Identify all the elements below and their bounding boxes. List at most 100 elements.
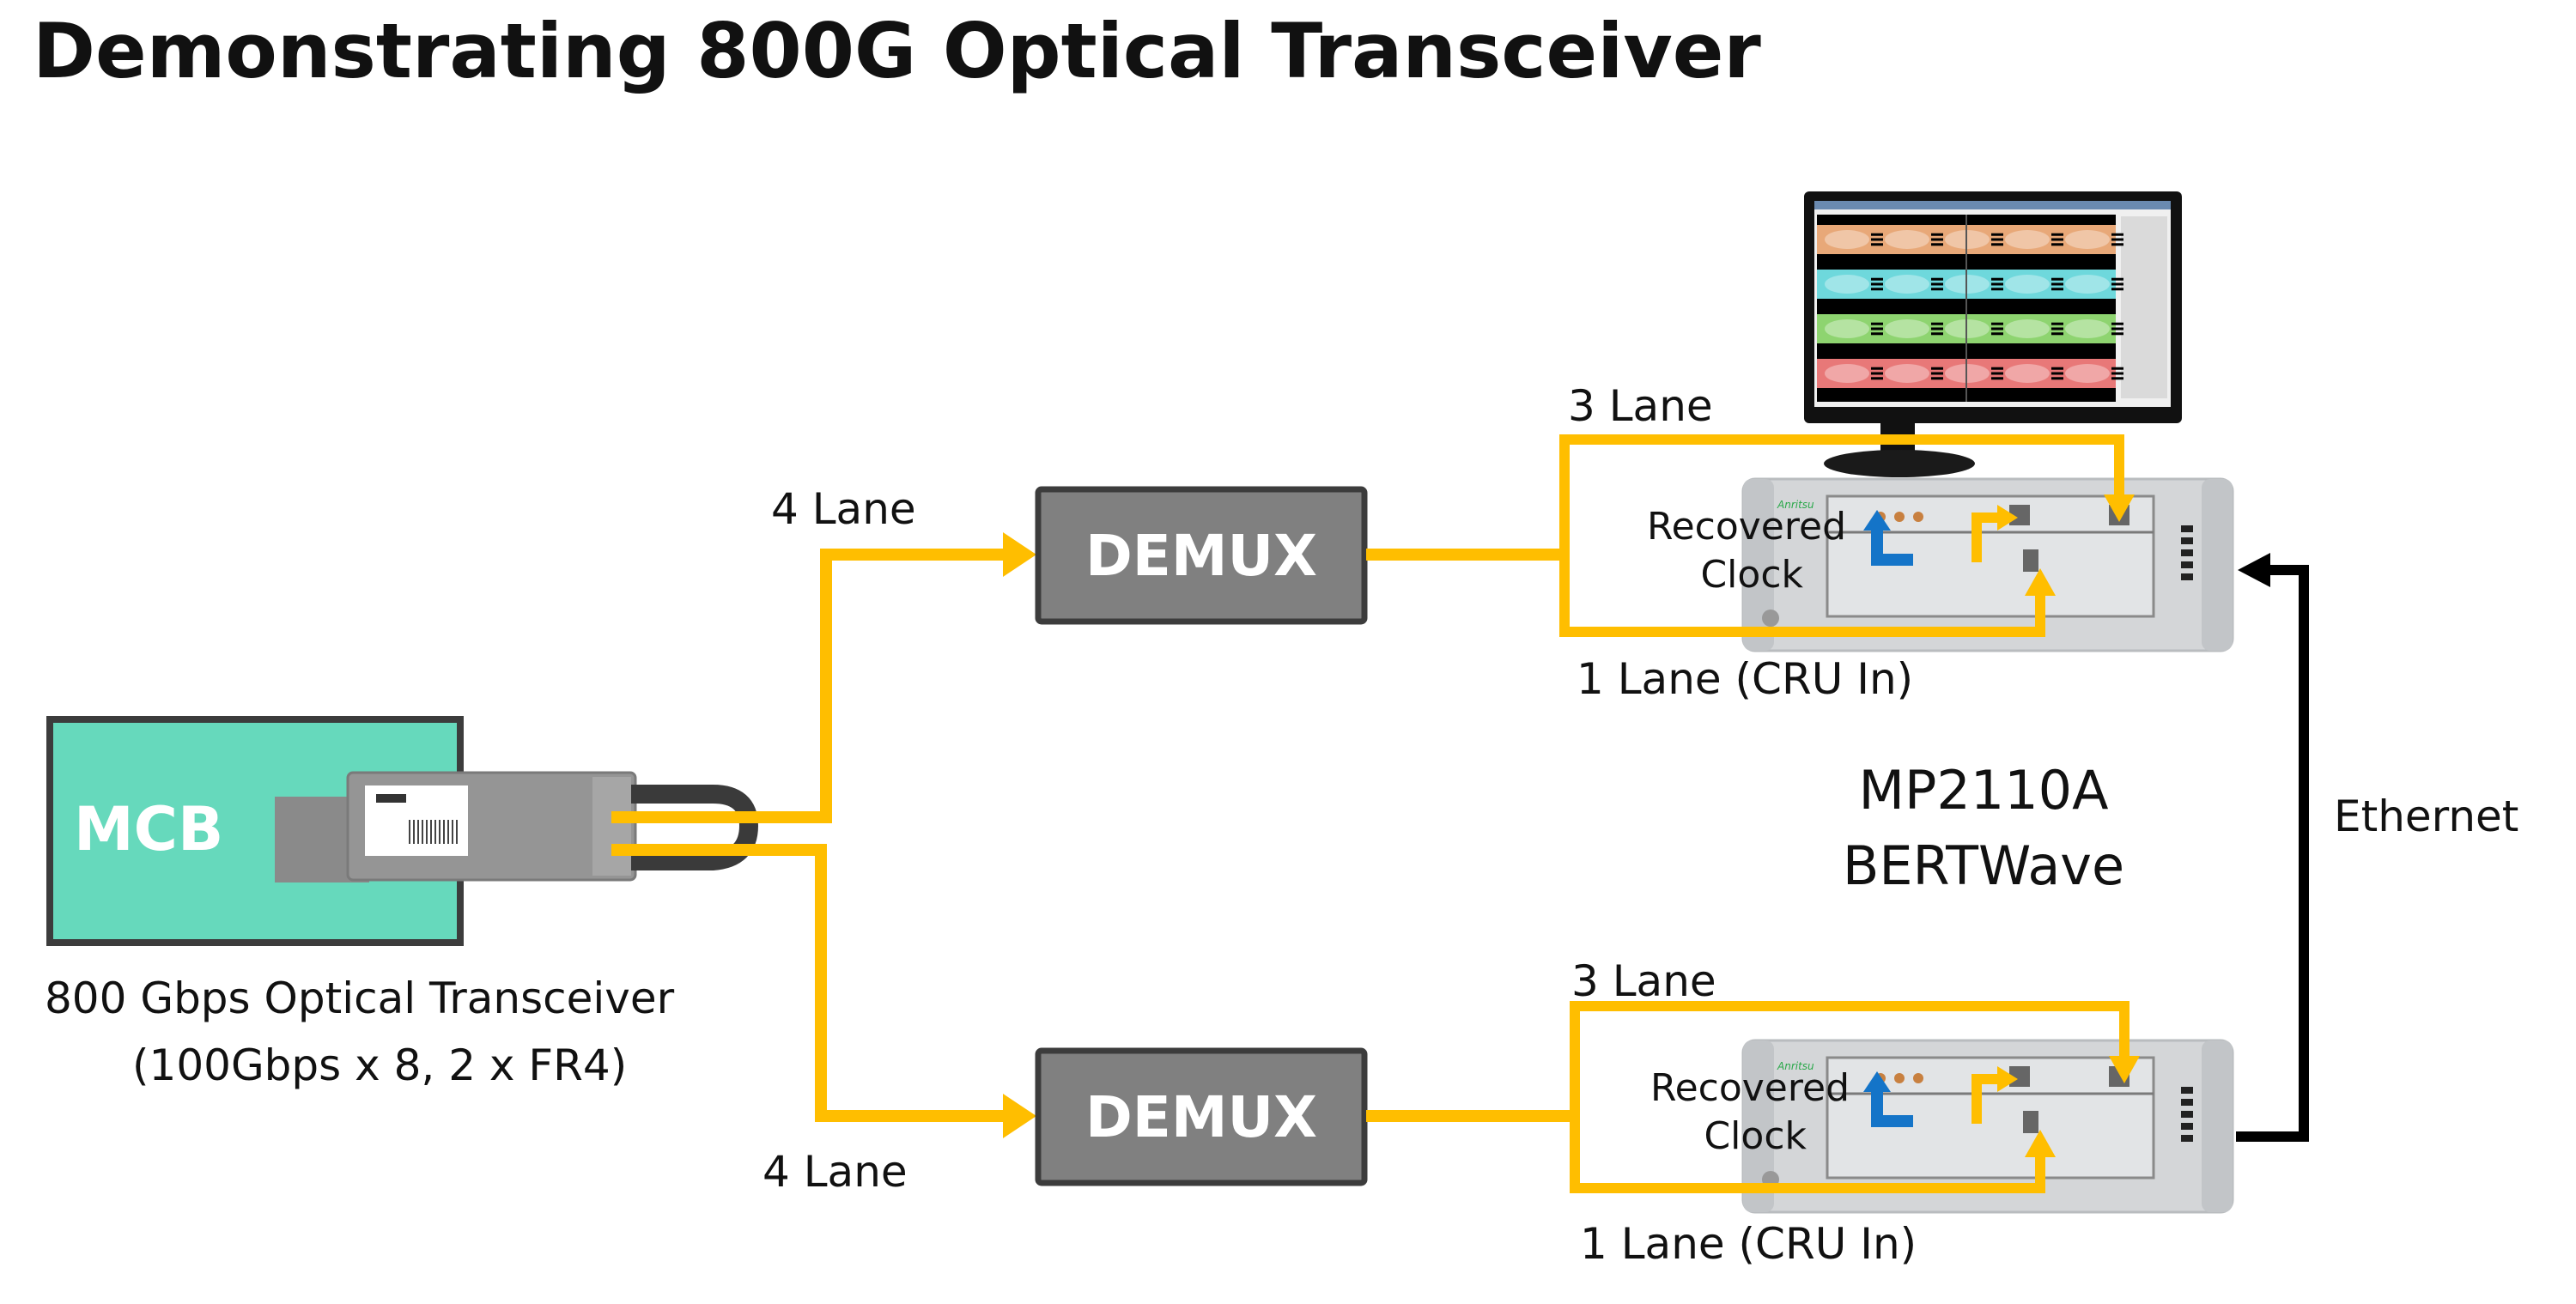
- eye-crossing: [2051, 238, 2063, 241]
- bottom-3-lane-label: 3 Lane: [1571, 956, 1716, 1006]
- transceiver-collar: [592, 777, 631, 876]
- page-title: Demonstrating 800G Optical Transceiver: [33, 7, 1761, 95]
- eye-crossing: [1931, 377, 1943, 380]
- eye-crossing: [1931, 243, 1943, 246]
- screen-side-panel: [2121, 216, 2167, 398]
- eye-opening: [1885, 275, 1929, 294]
- eye-crossing: [1931, 277, 1943, 281]
- fiber-to-demux-top: [611, 532, 1036, 823]
- eye-opening: [1885, 319, 1929, 338]
- arrow-head: [1863, 510, 1891, 531]
- eye-crossing: [2051, 367, 2063, 370]
- eye-crossing: [1871, 332, 1883, 336]
- arrow-head: [1997, 505, 2018, 531]
- power-button: [1762, 610, 1779, 627]
- eye-crossing: [2111, 243, 2123, 246]
- barcode-icon: [409, 820, 458, 844]
- eye-crossing: [1931, 327, 1943, 331]
- eye-crossing: [1931, 372, 1943, 375]
- eye-crossing: [2111, 367, 2123, 370]
- eye-opening: [2005, 319, 2050, 338]
- eye-crossing: [2051, 377, 2063, 380]
- eye-opening: [2065, 319, 2110, 338]
- internal-clock-path: [1971, 513, 2001, 562]
- eye-opening: [2065, 230, 2110, 249]
- top-1-lane-label: 1 Lane (CRU In): [1577, 654, 1913, 704]
- eye-crossing: [1871, 288, 1883, 291]
- fiber-3lane-bottom: [1570, 1001, 2140, 1116]
- product-name-label: BERTWave: [1843, 834, 2124, 897]
- instrument-vents: [2181, 1087, 2193, 1142]
- eye-crossing: [1991, 243, 2003, 246]
- ethernet-label: Ethernet: [2334, 791, 2518, 841]
- arrow-head: [1003, 1094, 1036, 1138]
- eye-crossing: [2111, 238, 2123, 241]
- instrument-handle-right: [2202, 1040, 2233, 1212]
- bottom-recovered-label: Recovered: [1650, 1066, 1850, 1110]
- eye-crossing: [1871, 233, 1883, 236]
- mcb-label: MCB: [74, 794, 223, 864]
- eye-crossing: [2051, 332, 2063, 336]
- eye-opening: [1885, 230, 1929, 249]
- eye-crossing: [1871, 238, 1883, 241]
- eye-opening: [1825, 230, 1869, 249]
- fiber-1lane-bottom: [1570, 1116, 2056, 1193]
- eye-crossing: [1931, 233, 1943, 236]
- demux-bottom: DEMUX: [1035, 1047, 1368, 1186]
- eye-opening: [2005, 230, 2050, 249]
- internal-clock-path: [1971, 1074, 2001, 1124]
- demux-bottom-label: DEMUX: [1085, 1084, 1317, 1150]
- eye-crossing: [2051, 288, 2063, 291]
- eye-crossing: [2051, 243, 2063, 246]
- eye-crossing: [1931, 282, 1943, 286]
- eye-crossing: [1991, 322, 2003, 325]
- eye-crossing: [2111, 288, 2123, 291]
- transceiver-pull-tab: [631, 785, 759, 870]
- eye-crossing: [2111, 377, 2123, 380]
- eye-opening: [1825, 275, 1869, 294]
- eye-crossing: [2111, 282, 2123, 286]
- bertwave-instrument-bottom: Anritsu: [1741, 1039, 2234, 1214]
- eye-crossing: [1991, 282, 2003, 286]
- transceiver-caption-line1: 800 Gbps Optical Transceiver: [45, 973, 675, 1023]
- instrument-brand-logo: Anritsu: [1777, 499, 1814, 511]
- recovered-clock-arrow-icon: [1871, 528, 1913, 566]
- monitor: [1804, 191, 2182, 477]
- eye-crossing: [1871, 243, 1883, 246]
- arrow-head: [2109, 1056, 2140, 1083]
- eye-crossing: [1991, 332, 2003, 336]
- eye-crossing: [2111, 277, 2123, 281]
- instrument-handle-left: [1743, 1040, 1774, 1212]
- eye-crossing: [1931, 367, 1943, 370]
- eye-crossing: [1871, 327, 1883, 331]
- eye-crossing: [2111, 372, 2123, 375]
- eye-crossing: [2051, 282, 2063, 286]
- eye-crossing: [2111, 322, 2123, 325]
- eye-opening: [2005, 364, 2050, 383]
- bottom-1-lane-label: 1 Lane (CRU In): [1580, 1219, 1917, 1269]
- eye-crossing: [1991, 277, 2003, 281]
- eye-crossing: [1991, 288, 2003, 291]
- arrow-head: [2104, 494, 2135, 522]
- eye-crossing: [1871, 322, 1883, 325]
- fiber-3lane-top: [1559, 434, 2135, 555]
- bottom-clock-label: Clock: [1704, 1114, 1807, 1158]
- instrument-brand-logo: Anritsu: [1777, 1060, 1814, 1072]
- product-model-label: MP2110A: [1858, 759, 2108, 822]
- arrow-head: [1997, 1066, 2018, 1092]
- eye-crossing: [1871, 282, 1883, 286]
- fiber-1lane-top: [1559, 555, 2056, 637]
- fiber-to-demux-bottom: [611, 844, 1036, 1138]
- eye-crossing: [1991, 327, 2003, 331]
- arrow-head: [1003, 532, 1036, 577]
- arrow-head: [2025, 568, 2056, 596]
- arrow-head: [2025, 1130, 2056, 1157]
- eye-crossing: [1991, 372, 2003, 375]
- eye-crossing: [2111, 233, 2123, 236]
- demux-bottom-input-label: 4 Lane: [762, 1147, 908, 1197]
- eye-crossing: [2051, 327, 2063, 331]
- top-3-lane-label: 3 Lane: [1568, 381, 1713, 431]
- instrument-handle-left: [1743, 479, 1774, 651]
- sticker-mark: [376, 794, 406, 803]
